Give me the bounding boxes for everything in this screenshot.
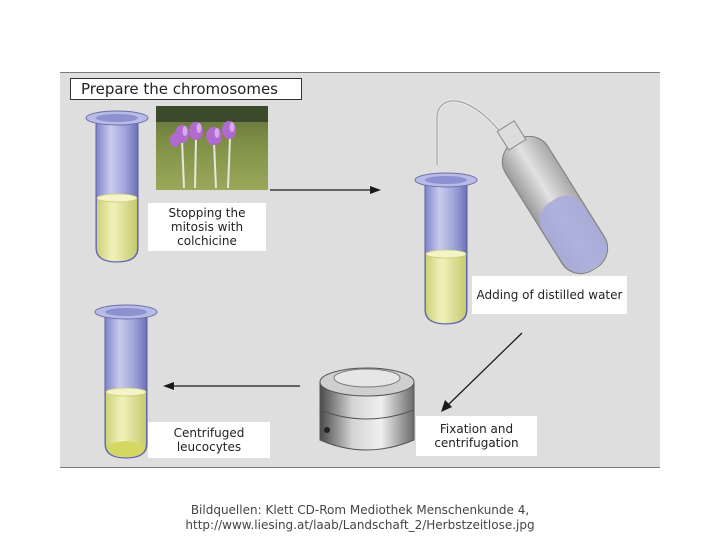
image-sources-caption: Bildquellen: Klett CD-Rom Mediothek Mens…	[0, 503, 720, 533]
step-label-stopping-mitosis: Stopping the mitosis with colchicine	[148, 203, 266, 251]
flower-photo	[156, 106, 268, 190]
arrow-left	[163, 382, 300, 390]
step-label-distilled-water: Adding of distilled water	[472, 276, 627, 314]
caption-line-2: http://www.liesing.at/laab/Landschaft_2/…	[185, 518, 535, 532]
diagram-title: Prepare the chromosomes	[70, 78, 302, 100]
step-label-centrifuged: Centrifuged leucocytes	[148, 422, 270, 458]
wash-bottle-icon	[435, 98, 609, 275]
caption-line-1: Bildquellen: Klett CD-Rom Mediothek Mens…	[190, 503, 530, 517]
arrow-diagonal	[441, 332, 523, 412]
arrow-right	[270, 186, 381, 194]
step-label-fixation: Fixation and centrifugation	[416, 416, 537, 456]
test-tube-icon	[85, 110, 149, 263]
centrifuge-icon	[319, 367, 415, 451]
test-tube-icon	[94, 304, 158, 459]
test-tube-icon	[414, 172, 478, 325]
